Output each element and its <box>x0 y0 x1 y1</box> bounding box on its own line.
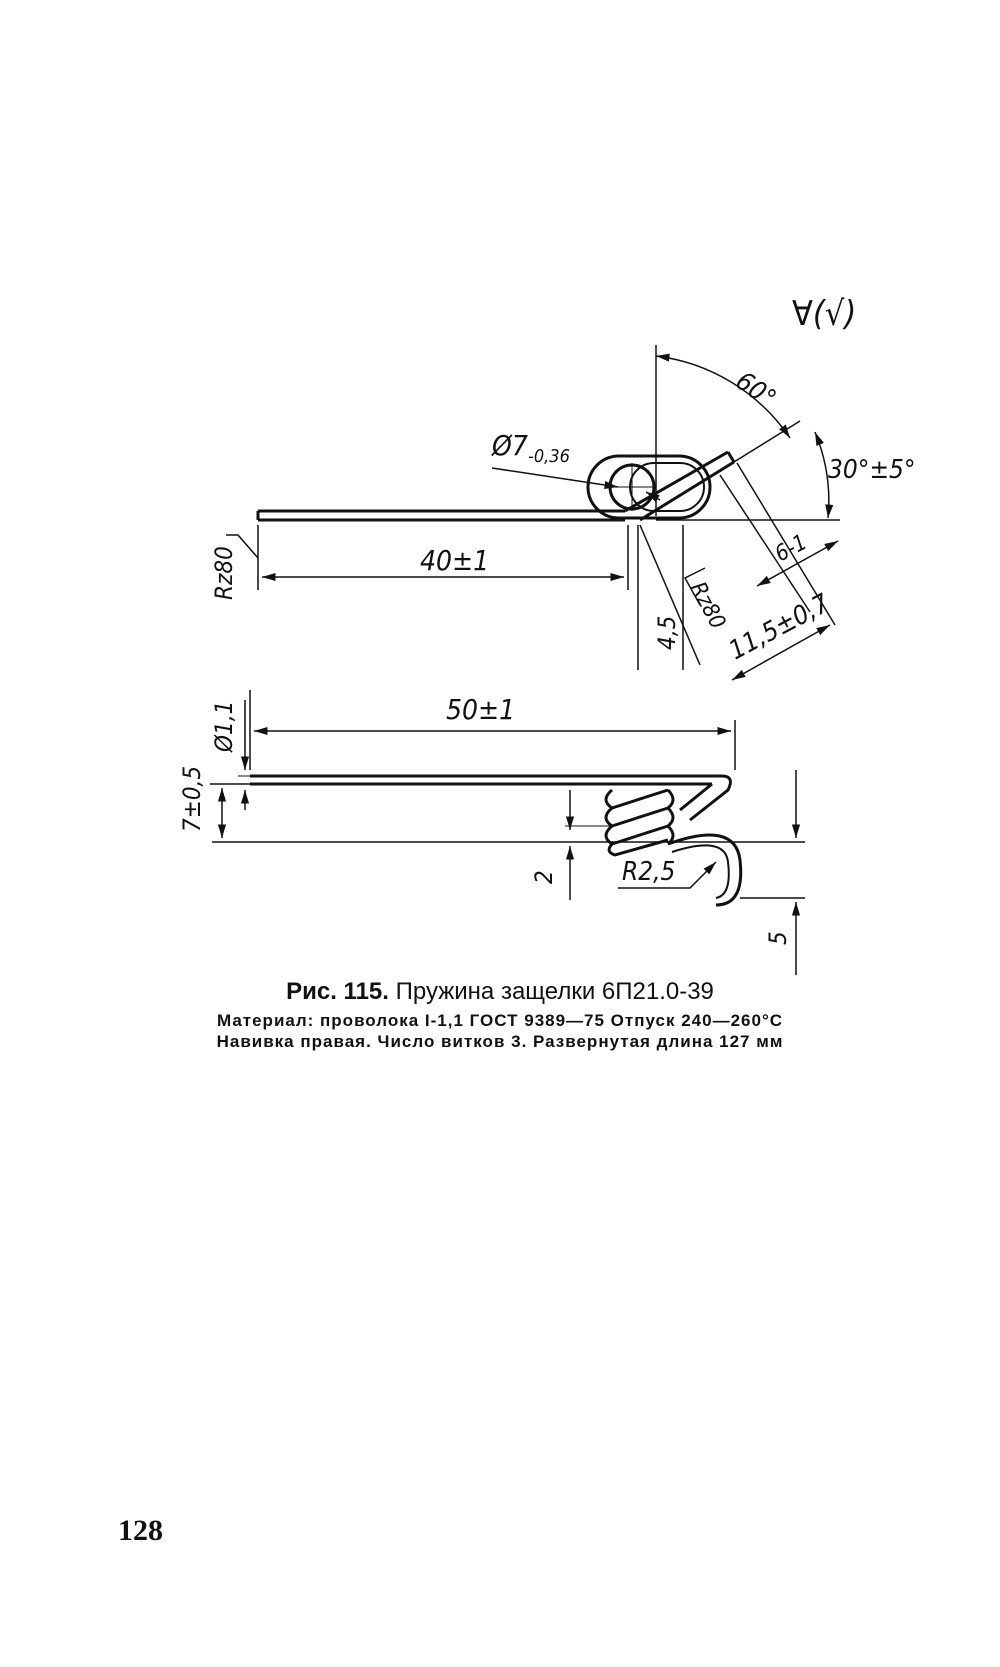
svg-text:40±1: 40±1 <box>420 544 489 577</box>
side-view <box>210 690 805 975</box>
figure-caption-title: Рис. 115. Пружина защелки 6П21.0-39 <box>0 978 1000 1006</box>
svg-text:11,5±0,7: 11,5±0,7 <box>724 589 834 667</box>
figure-number: Рис. 115. <box>286 978 389 1005</box>
svg-text:30°±5°: 30°±5° <box>828 455 916 485</box>
top-view <box>226 345 840 681</box>
svg-text:50±1: 50±1 <box>446 693 515 726</box>
svg-text:-0,36: -0,36 <box>528 446 570 467</box>
svg-text:2: 2 <box>530 870 558 884</box>
figure-title: Пружина защелки 6П21.0-39 <box>395 978 714 1005</box>
roughness-symbol: ∀(√) <box>792 294 856 334</box>
diameter-7-label: Ø7 <box>491 429 528 462</box>
svg-text:∀(√): ∀(√) <box>792 294 856 334</box>
dimension-labels: 60° Ø7 -0,36 30°±5° 40±1 Rz80 6-1 Rz80 4… <box>178 366 916 945</box>
svg-text:5: 5 <box>764 931 792 945</box>
svg-text:Ø1,1: Ø1,1 <box>210 701 238 753</box>
svg-text:60°: 60° <box>730 366 781 414</box>
svg-text:R2,5: R2,5 <box>622 857 675 887</box>
svg-text:7±0,5: 7±0,5 <box>178 766 206 832</box>
svg-text:4,5: 4,5 <box>653 616 681 650</box>
caption-material-line: Материал: проволока I-1,1 ГОСТ 9389—75 О… <box>216 1011 784 1030</box>
caption-winding-line: Навивка правая. Число витков 3. Разверну… <box>216 1032 784 1051</box>
page-number: 128 <box>118 1514 163 1547</box>
svg-text:Rz80: Rz80 <box>210 546 238 600</box>
svg-text:Rz80: Rz80 <box>685 578 730 633</box>
